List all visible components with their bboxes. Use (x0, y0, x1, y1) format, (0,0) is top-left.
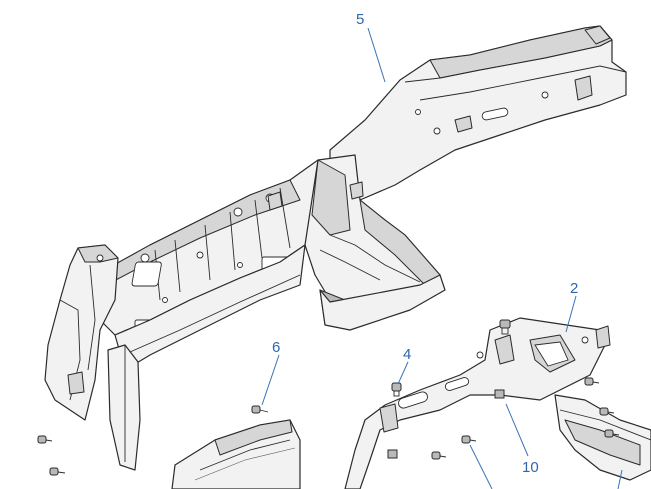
callouts: 5 2 6 4 10 (272, 11, 578, 476)
leader-lines (261, 27, 623, 489)
screw-icon (461, 435, 477, 444)
callout-6: 6 (272, 339, 280, 356)
fasteners (37, 319, 620, 476)
part-2-right-bracket (344, 317, 651, 489)
callout-5: 5 (356, 11, 364, 28)
screw-icon (599, 407, 615, 416)
screw-icon (37, 435, 53, 444)
screw-icon (584, 377, 600, 386)
screw-icon (431, 451, 447, 460)
callout-2: 2 (570, 280, 578, 297)
screw-icon (391, 382, 402, 397)
screw-icon (251, 405, 269, 414)
screw-icon (604, 429, 620, 438)
screw-icon (49, 467, 66, 476)
callout-4: 4 (403, 346, 411, 363)
part-lower-center-bracket (171, 419, 301, 489)
callout-10: 10 (522, 459, 539, 476)
part-5-front-panel (44, 25, 627, 471)
screw-icon (499, 319, 511, 335)
